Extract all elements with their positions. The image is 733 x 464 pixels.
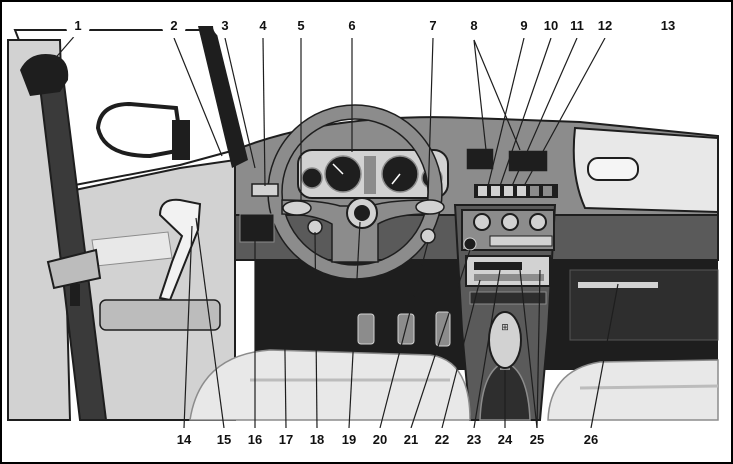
passenger-seat bbox=[547, 359, 719, 421]
heater-knob-1 bbox=[473, 213, 491, 231]
callout-13: 13 bbox=[656, 14, 680, 38]
leader-25a bbox=[519, 269, 538, 429]
callout-2: 2 bbox=[162, 14, 186, 38]
callout-22: 22 bbox=[430, 428, 454, 452]
radio-buttons bbox=[474, 274, 544, 281]
brand-logo bbox=[354, 205, 370, 221]
side-mirror bbox=[95, 101, 185, 159]
callout-18: 18 bbox=[305, 428, 329, 452]
gauge-fuel bbox=[301, 167, 323, 189]
warning-lights-strip bbox=[364, 156, 376, 194]
belt-buckle bbox=[46, 248, 102, 290]
tachometer-needle bbox=[391, 173, 401, 185]
heater-slider-strip bbox=[489, 235, 553, 247]
leader-23 bbox=[473, 269, 501, 429]
callout-11: 11 bbox=[565, 14, 589, 38]
air-vent-left bbox=[465, 147, 495, 171]
speedometer-needle bbox=[332, 163, 344, 175]
callout-10: 10 bbox=[539, 14, 563, 38]
leader-9 bbox=[487, 37, 525, 187]
pedal-clutch bbox=[357, 313, 375, 345]
callout-8: 8 bbox=[462, 14, 486, 38]
seat-belt-guide bbox=[20, 54, 69, 96]
leader-4 bbox=[262, 37, 266, 187]
heater-knob-2 bbox=[501, 213, 519, 231]
leader-26 bbox=[590, 283, 619, 429]
callout-4: 4 bbox=[251, 14, 275, 38]
leader-8a bbox=[473, 39, 487, 151]
callout-15: 15 bbox=[212, 428, 236, 452]
glovebox-handle bbox=[587, 157, 639, 181]
callout-19: 19 bbox=[337, 428, 361, 452]
switch-d bbox=[517, 186, 526, 196]
callout-20: 20 bbox=[368, 428, 392, 452]
left-stalk-lever bbox=[282, 200, 312, 216]
leader-14 bbox=[183, 225, 193, 429]
radio-display bbox=[474, 262, 522, 270]
ignition-switch bbox=[420, 228, 436, 244]
gear-pattern: ⊞ bbox=[501, 322, 509, 332]
callout-23: 23 bbox=[462, 428, 486, 452]
switch-b bbox=[491, 186, 500, 196]
callout-26: 26 bbox=[579, 428, 603, 452]
mirror-mount bbox=[172, 120, 190, 160]
switch-a bbox=[478, 186, 487, 196]
radio-unit bbox=[465, 255, 551, 287]
leader-22 bbox=[441, 279, 481, 429]
leader-17 bbox=[283, 279, 287, 429]
belt-anchor bbox=[70, 284, 80, 306]
column-knob bbox=[307, 219, 323, 235]
glovebox-lid bbox=[572, 126, 719, 214]
callout-12: 12 bbox=[593, 14, 617, 38]
callout-3: 3 bbox=[213, 14, 237, 38]
callout-1: 1 bbox=[66, 14, 90, 38]
leader-18 bbox=[314, 231, 318, 429]
leader-8b bbox=[473, 39, 521, 151]
switch-f bbox=[543, 186, 552, 196]
lighter-socket bbox=[463, 237, 477, 251]
passenger-seat-stripe bbox=[579, 384, 719, 390]
ashtray-slot bbox=[469, 291, 547, 305]
driver-seat bbox=[189, 349, 471, 421]
leader-7 bbox=[427, 37, 434, 201]
leader-21 bbox=[410, 249, 471, 429]
heater-knob-3 bbox=[529, 213, 547, 231]
leader-lines bbox=[51, 31, 619, 429]
callout-25: 25 bbox=[525, 428, 549, 452]
leader-2 bbox=[173, 37, 223, 157]
leader-11 bbox=[511, 37, 578, 187]
leader-25b bbox=[536, 269, 541, 429]
door-handle bbox=[158, 198, 202, 302]
leader-19 bbox=[348, 221, 361, 429]
right-stalk-lever bbox=[415, 199, 445, 215]
door-armrest bbox=[99, 299, 221, 331]
callout-21: 21 bbox=[399, 428, 423, 452]
callout-17: 17 bbox=[274, 428, 298, 452]
left-switch-panel bbox=[239, 213, 275, 243]
leader-15 bbox=[195, 217, 225, 429]
callout-14: 14 bbox=[172, 428, 196, 452]
callout-9: 9 bbox=[512, 14, 536, 38]
passenger-footwell-panel bbox=[569, 269, 719, 341]
leader-20 bbox=[379, 241, 429, 429]
a-pillar bbox=[198, 26, 248, 168]
leader-12 bbox=[523, 37, 606, 187]
leader-10 bbox=[499, 37, 552, 187]
callout-24: 24 bbox=[493, 428, 517, 452]
callout-16: 16 bbox=[243, 428, 267, 452]
callout-6: 6 bbox=[340, 14, 364, 38]
callout-7: 7 bbox=[421, 14, 445, 38]
switch-c bbox=[504, 186, 513, 196]
gear-knob bbox=[488, 311, 522, 369]
leader-3 bbox=[224, 37, 256, 169]
switch-e bbox=[530, 186, 539, 196]
callout-5: 5 bbox=[289, 14, 313, 38]
